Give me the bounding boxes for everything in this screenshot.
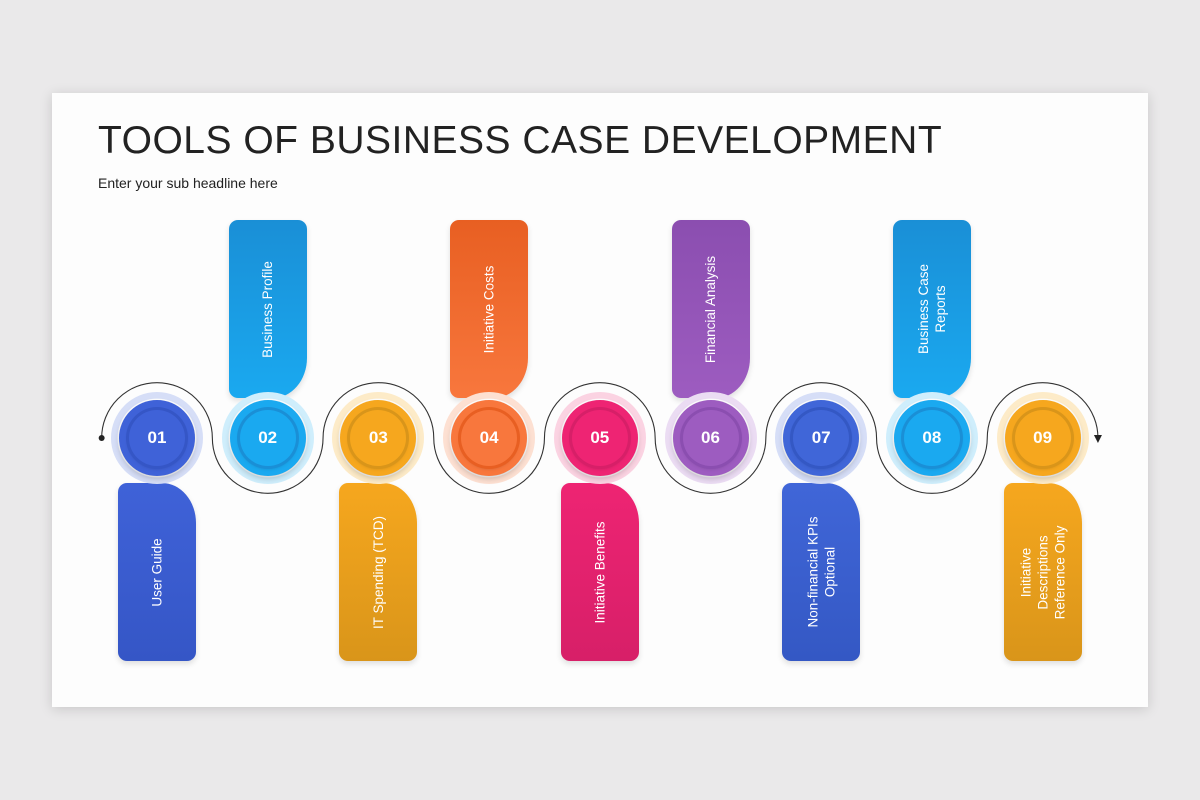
slide: TOOLS OF BUSINESS CASE DEVELOPMENT Enter… — [52, 93, 1148, 707]
wave-start-dot — [98, 435, 105, 441]
wave-end-arrow — [1093, 435, 1102, 443]
wave-line — [101, 382, 1099, 494]
page-title: TOOLS OF BUSINESS CASE DEVELOPMENT — [98, 119, 943, 162]
wave-connector — [98, 382, 1102, 494]
page-subtitle: Enter your sub headline here — [98, 175, 278, 191]
